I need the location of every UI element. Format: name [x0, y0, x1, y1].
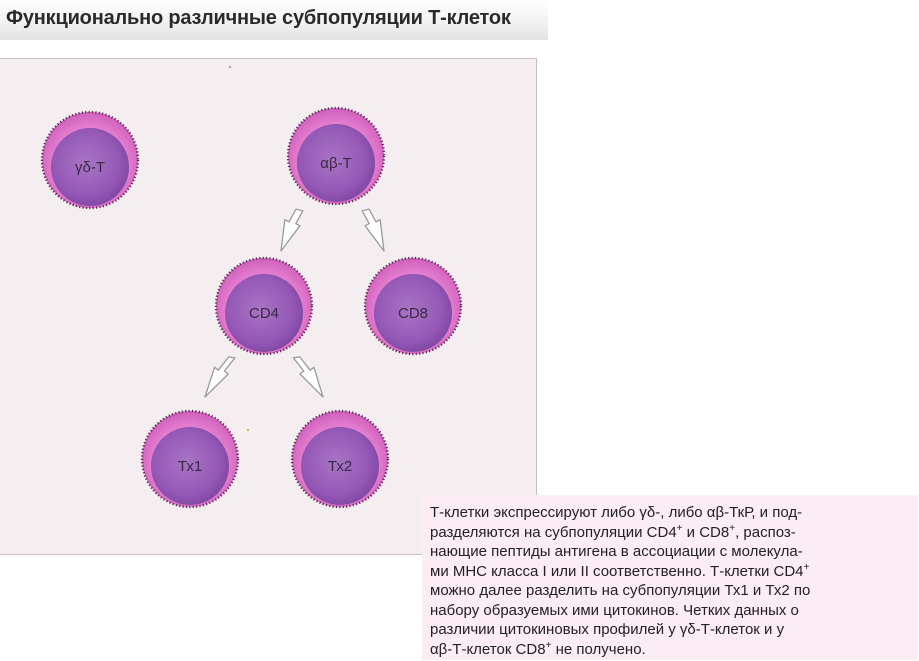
speck	[228, 65, 232, 69]
caption-line-7: различии цитокиновых профилей у γδ-Т-кле…	[430, 621, 785, 638]
cell-label-th1: Тх1	[178, 458, 202, 475]
cell-cd8: CD8	[363, 256, 463, 356]
arrow-ab-to-cd8	[361, 208, 385, 252]
caption-line-3: нающие пептиды антигена в ассоциации с м…	[430, 543, 803, 560]
caption-line-8: αβ-Т-клеток CD8+ не получено.	[430, 639, 646, 658]
caption-line-5: можно далее разделить на субпопуляции Тх…	[430, 582, 811, 599]
speck	[246, 428, 250, 432]
cell-cd4: CD4	[214, 256, 314, 356]
cell-label-cd8: CD8	[398, 305, 428, 322]
cell-th2: Тх2	[290, 409, 390, 509]
cell-label-cd4: CD4	[249, 305, 279, 322]
cell-label-th2: Тх2	[328, 458, 352, 475]
caption-line-2: разделяются на субпопуляции CD4+ и CD8+,…	[430, 522, 796, 541]
caption-line-4: ми МНС класса I или II соответственно. Т…	[430, 561, 810, 580]
caption-line-6: набору образуемых ими цитокинов. Четких …	[430, 601, 799, 619]
arrow-cd4-to-th1	[204, 356, 236, 398]
cell-ab-t: αβ-Т	[286, 106, 386, 206]
title-bar: Функционально различные субпопуляции Т-к…	[0, 0, 548, 40]
caption-box: Т-клетки экспрессируют либо γδ-, либо αβ…	[422, 495, 918, 660]
arrow-ab-to-cd4	[280, 208, 304, 252]
cell-label-gd-t: γδ-Т	[75, 159, 105, 176]
cell-label-ab-t: αβ-Т	[320, 155, 351, 172]
page-title: Функционально различные субпопуляции Т-к…	[6, 7, 511, 29]
cell-th1: Тх1	[140, 409, 240, 509]
cell-gd-t: γδ-Т	[40, 110, 140, 210]
arrow-cd4-to-th2	[292, 356, 324, 398]
caption-line-1: Т-клетки экспрессируют либо γδ-, либо αβ…	[430, 504, 803, 521]
